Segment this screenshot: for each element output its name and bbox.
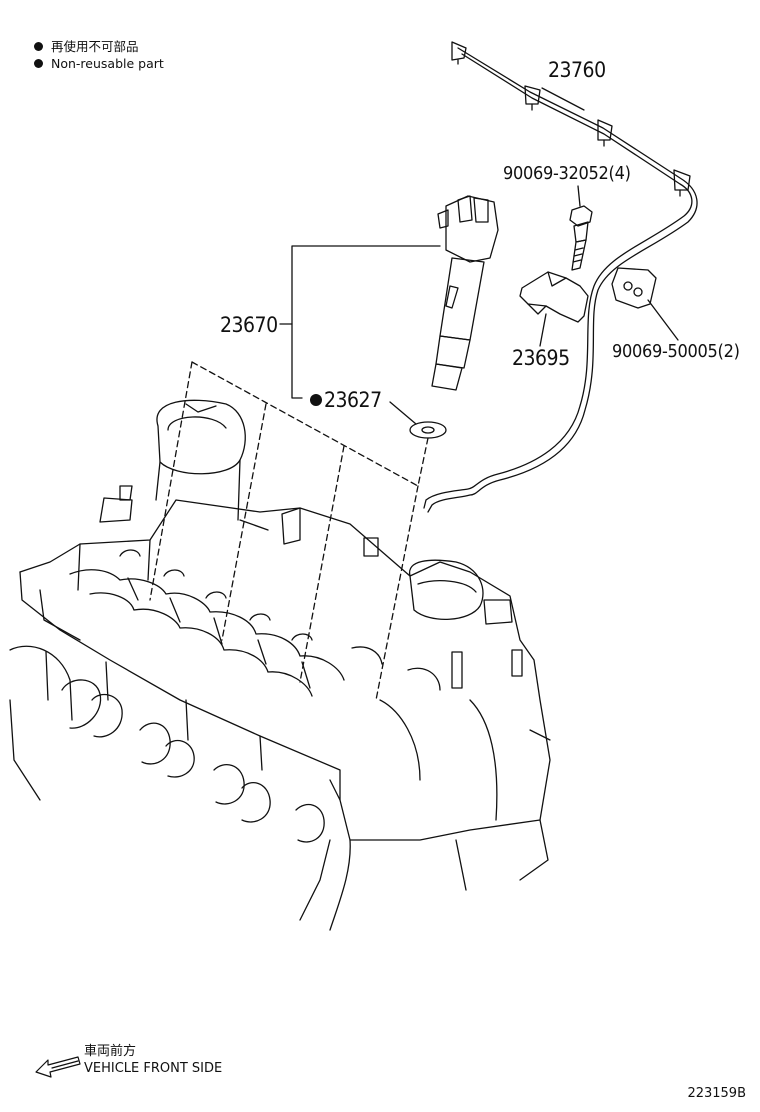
filled-dot-icon [34, 59, 43, 68]
filled-dot-icon [310, 394, 322, 406]
front-label-japanese: 車両前方 [84, 1044, 137, 1059]
part-label-23760[interactable]: 23760 [548, 58, 606, 82]
filled-dot-icon [34, 42, 43, 51]
front-label-english: VEHICLE FRONT SIDE [84, 1061, 223, 1076]
arrow-left-icon [35, 1056, 81, 1078]
leader-23670-bracket [291, 245, 441, 399]
part-number-23627: 23627 [324, 388, 382, 412]
diagram-id: 223159B [687, 1086, 746, 1101]
leader-23760 [541, 87, 585, 111]
legend: 再使用不可部品 Non-reusable part [34, 38, 164, 72]
part-label-90069-50005[interactable]: 90069-50005(2) [612, 341, 740, 362]
injector-clamp-bolt [569, 205, 593, 271]
part-label-23695[interactable]: 23695 [512, 346, 570, 370]
leader-90069-32052 [577, 185, 581, 207]
legend-english: Non-reusable part [51, 56, 164, 71]
leader-90069-50005 [647, 299, 679, 341]
injector-gasket [409, 421, 447, 439]
leader-23627 [389, 401, 417, 425]
retainer-clip [611, 267, 657, 309]
legend-japanese: 再使用不可部品 [51, 39, 139, 54]
cylinder-head [9, 399, 551, 931]
fuel-injector [431, 195, 499, 391]
leader-23695 [539, 313, 547, 347]
assembly-guide-lines [149, 361, 429, 701]
part-label-23627[interactable]: 23627 [310, 388, 382, 412]
part-label-90069-32052[interactable]: 90069-32052(4) [503, 163, 631, 184]
part-label-23670[interactable]: 23670 [220, 313, 278, 337]
injector-clamp [519, 271, 589, 323]
injector-leak-pipe [423, 41, 698, 513]
